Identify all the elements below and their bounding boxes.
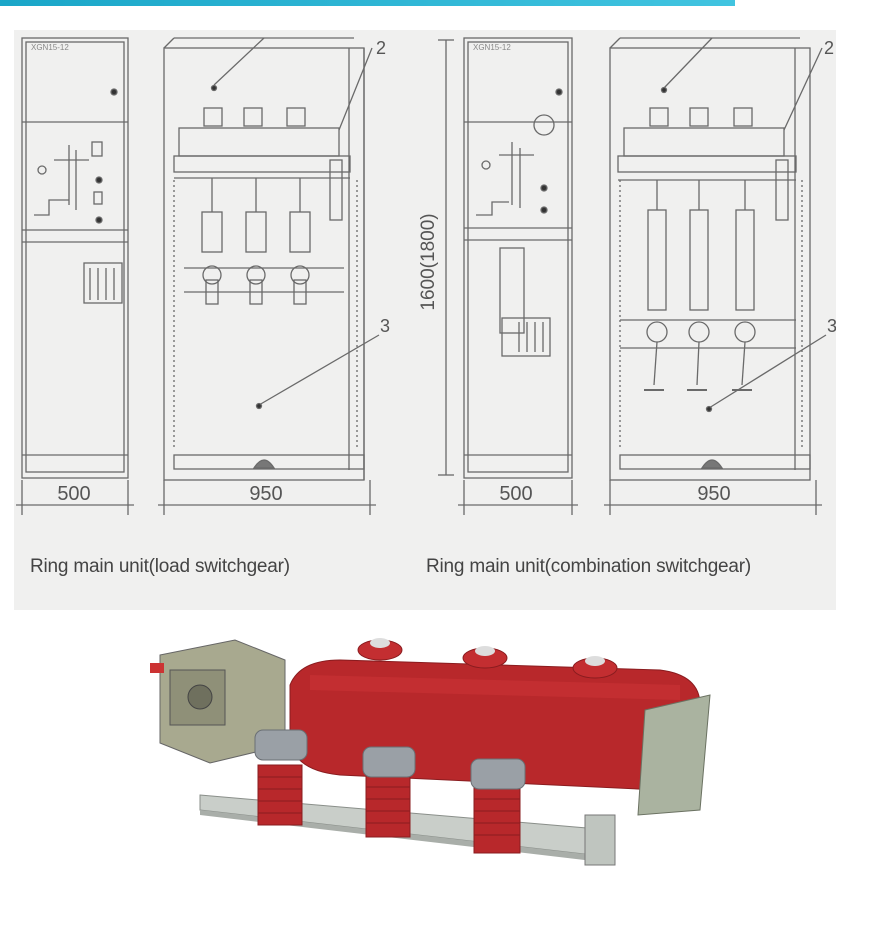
left-nameplate: XGN15-12: [31, 43, 69, 52]
right-narrow-cabinet: XGN15-12: [463, 37, 573, 479]
insulator-1: [254, 729, 308, 826]
caption-combination-switchgear: Ring main unit(combination switchgear): [426, 556, 752, 577]
left-narrow-cabinet: XGN15-12: [21, 37, 129, 479]
right-nameplate: XGN15-12: [473, 43, 511, 52]
left-wide-cabinet: [163, 37, 380, 481]
callout-3-left: 3: [380, 316, 390, 336]
load-switch-photo: [140, 625, 720, 895]
caption-load-switchgear: Ring main unit(load switchgear): [30, 556, 290, 577]
callout-2-left: 2: [376, 38, 386, 58]
load-switch-illustration: [150, 638, 711, 866]
callout-2-right: 2: [824, 38, 834, 58]
left-narrow-width-label: 500: [57, 483, 90, 505]
callout-3-right: 3: [827, 316, 836, 336]
cabinet-drawings: XGN15-12: [16, 37, 836, 515]
height-label: 1600(1800): [418, 213, 439, 310]
right-wide-width-label: 950: [697, 483, 730, 505]
accent-bar: [0, 0, 735, 6]
right-narrow-width-label: 500: [499, 483, 532, 505]
right-dimension-lines: [458, 480, 822, 515]
height-dimension: [438, 39, 454, 476]
technical-drawing-panel: XGN15-12: [14, 30, 836, 610]
insulator-2: [362, 746, 416, 838]
insulator-3: [470, 758, 526, 854]
left-wide-width-label: 950: [249, 483, 282, 505]
left-dimension-lines: [16, 480, 376, 515]
right-wide-cabinet: [609, 37, 827, 481]
